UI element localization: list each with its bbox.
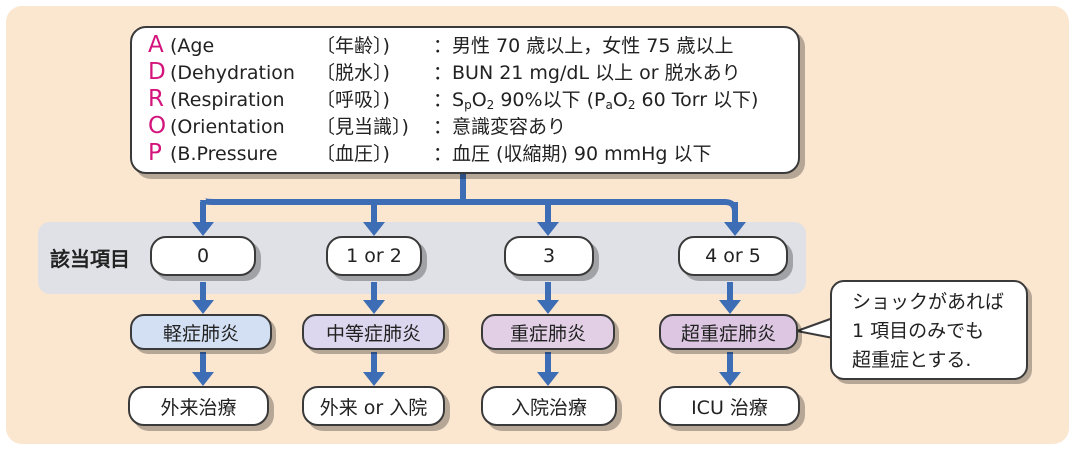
shock-note-callout: ショックがあれば 1 項目のみでも 超重症とする. xyxy=(830,280,1028,380)
severity-mild: 軽症肺炎 xyxy=(130,314,272,350)
arrowheads xyxy=(192,222,746,386)
pao2-2: 2 xyxy=(627,98,636,112)
count-label: 該当項目 xyxy=(50,247,130,271)
treatment-outpatient-or-admission: 外来 or 入院 xyxy=(302,386,445,426)
criteria-japanese: 〔血圧〕) xyxy=(316,143,390,165)
criteria-letter: D xyxy=(148,59,166,85)
severity-very-severe: 超重症肺炎 xyxy=(659,314,798,350)
criteria-row-age: A (Age 〔年齢〕) ：男性 70 歳以上，女性 75 歳以上 xyxy=(148,32,798,60)
criteria-english: (Dehydration xyxy=(170,62,295,84)
criteria-row-dehydration: D (Dehydration 〔脱水〕) ：BUN 21 mg/dL 以上 or… xyxy=(148,59,798,87)
criteria-japanese: 〔呼吸〕) xyxy=(316,89,390,111)
adrop-criteria-box: A (Age 〔年齢〕) ：男性 70 歳以上，女性 75 歳以上 D (Deh… xyxy=(130,26,800,174)
criteria-english: (B.Pressure xyxy=(170,143,278,165)
criteria-letter: O xyxy=(148,113,167,139)
criteria-row-orientation: O (Orientation 〔見当識〕) ：意識変容あり xyxy=(148,113,798,141)
criteria-japanese: 〔脱水〕) xyxy=(316,62,390,84)
count-box-0: 0 xyxy=(150,236,256,276)
criteria-letter: P xyxy=(148,140,162,166)
criteria-row-pressure: P (B.Pressure 〔血圧〕) ：血圧 (収縮期) 90 mmHg 以下 xyxy=(148,140,798,168)
count-box-1-or-2: 1 or 2 xyxy=(326,236,422,276)
criteria-threshold: ：意識変容あり xyxy=(433,116,567,138)
arrowhead-severity-1 xyxy=(363,300,385,314)
severity-severe: 重症肺炎 xyxy=(481,314,615,350)
callout-pointer xyxy=(796,317,834,339)
arrowhead-count-1 xyxy=(363,222,385,236)
note-line: 超重症とする. xyxy=(852,349,972,371)
note-line: 1 項目のみでも xyxy=(852,320,985,342)
spo2-2: 2 xyxy=(486,98,495,112)
criteria-letter: R xyxy=(148,86,164,112)
criteria-threshold: ：SpO2 90%以下 (PaO2 60 Torr 以下) xyxy=(433,87,758,119)
arrowhead-treatment-3 xyxy=(719,372,741,386)
criteria-threshold: ：BUN 21 mg/dL 以上 or 脱水あり xyxy=(433,62,741,84)
criteria-row-respiration: R (Respiration 〔呼吸〕) ：SpO2 90%以下 (PaO2 6… xyxy=(148,86,798,114)
spo2-subscript: p xyxy=(464,98,472,112)
pao2-threshold: 60 Torr 以下) xyxy=(635,89,759,111)
criteria-english: (Orientation xyxy=(170,116,285,138)
arrowhead-severity-0 xyxy=(192,300,214,314)
spo2-threshold: 90%以下 (P xyxy=(494,89,606,111)
arrowhead-treatment-2 xyxy=(537,372,559,386)
criteria-letter: A xyxy=(148,32,164,58)
note-line: ショックがあれば xyxy=(852,291,1005,313)
arrowhead-count-2 xyxy=(537,222,559,236)
criteria-english: (Age xyxy=(170,35,215,57)
pao2-o: O xyxy=(612,89,628,111)
treatment-outpatient: 外来治療 xyxy=(128,386,269,426)
count-box-3: 3 xyxy=(504,236,594,276)
criteria-japanese: 〔年齢〕) xyxy=(316,35,390,57)
arrowhead-severity-2 xyxy=(537,300,559,314)
count-box-4-or-5: 4 or 5 xyxy=(678,236,788,276)
treatment-icu: ICU 治療 xyxy=(659,386,800,426)
arrowhead-count-3 xyxy=(724,222,746,236)
arrowhead-count-0 xyxy=(192,222,214,236)
spo2-o: O xyxy=(471,89,487,111)
criteria-threshold: ：男性 70 歳以上，女性 75 歳以上 xyxy=(433,35,734,57)
treatment-admission: 入院治療 xyxy=(481,386,617,426)
severity-moderate: 中等症肺炎 xyxy=(302,314,445,350)
arrowhead-treatment-0 xyxy=(192,372,214,386)
pao2-subscript: a xyxy=(605,98,613,112)
spo2-prefix: ：S xyxy=(433,89,465,111)
arrowhead-treatment-1 xyxy=(363,372,385,386)
criteria-english: (Respiration xyxy=(170,89,285,111)
arrowhead-severity-3 xyxy=(719,300,741,314)
criteria-threshold: ：血圧 (収縮期) 90 mmHg 以下 xyxy=(433,143,712,165)
criteria-japanese: 〔見当識〕) xyxy=(316,116,409,138)
